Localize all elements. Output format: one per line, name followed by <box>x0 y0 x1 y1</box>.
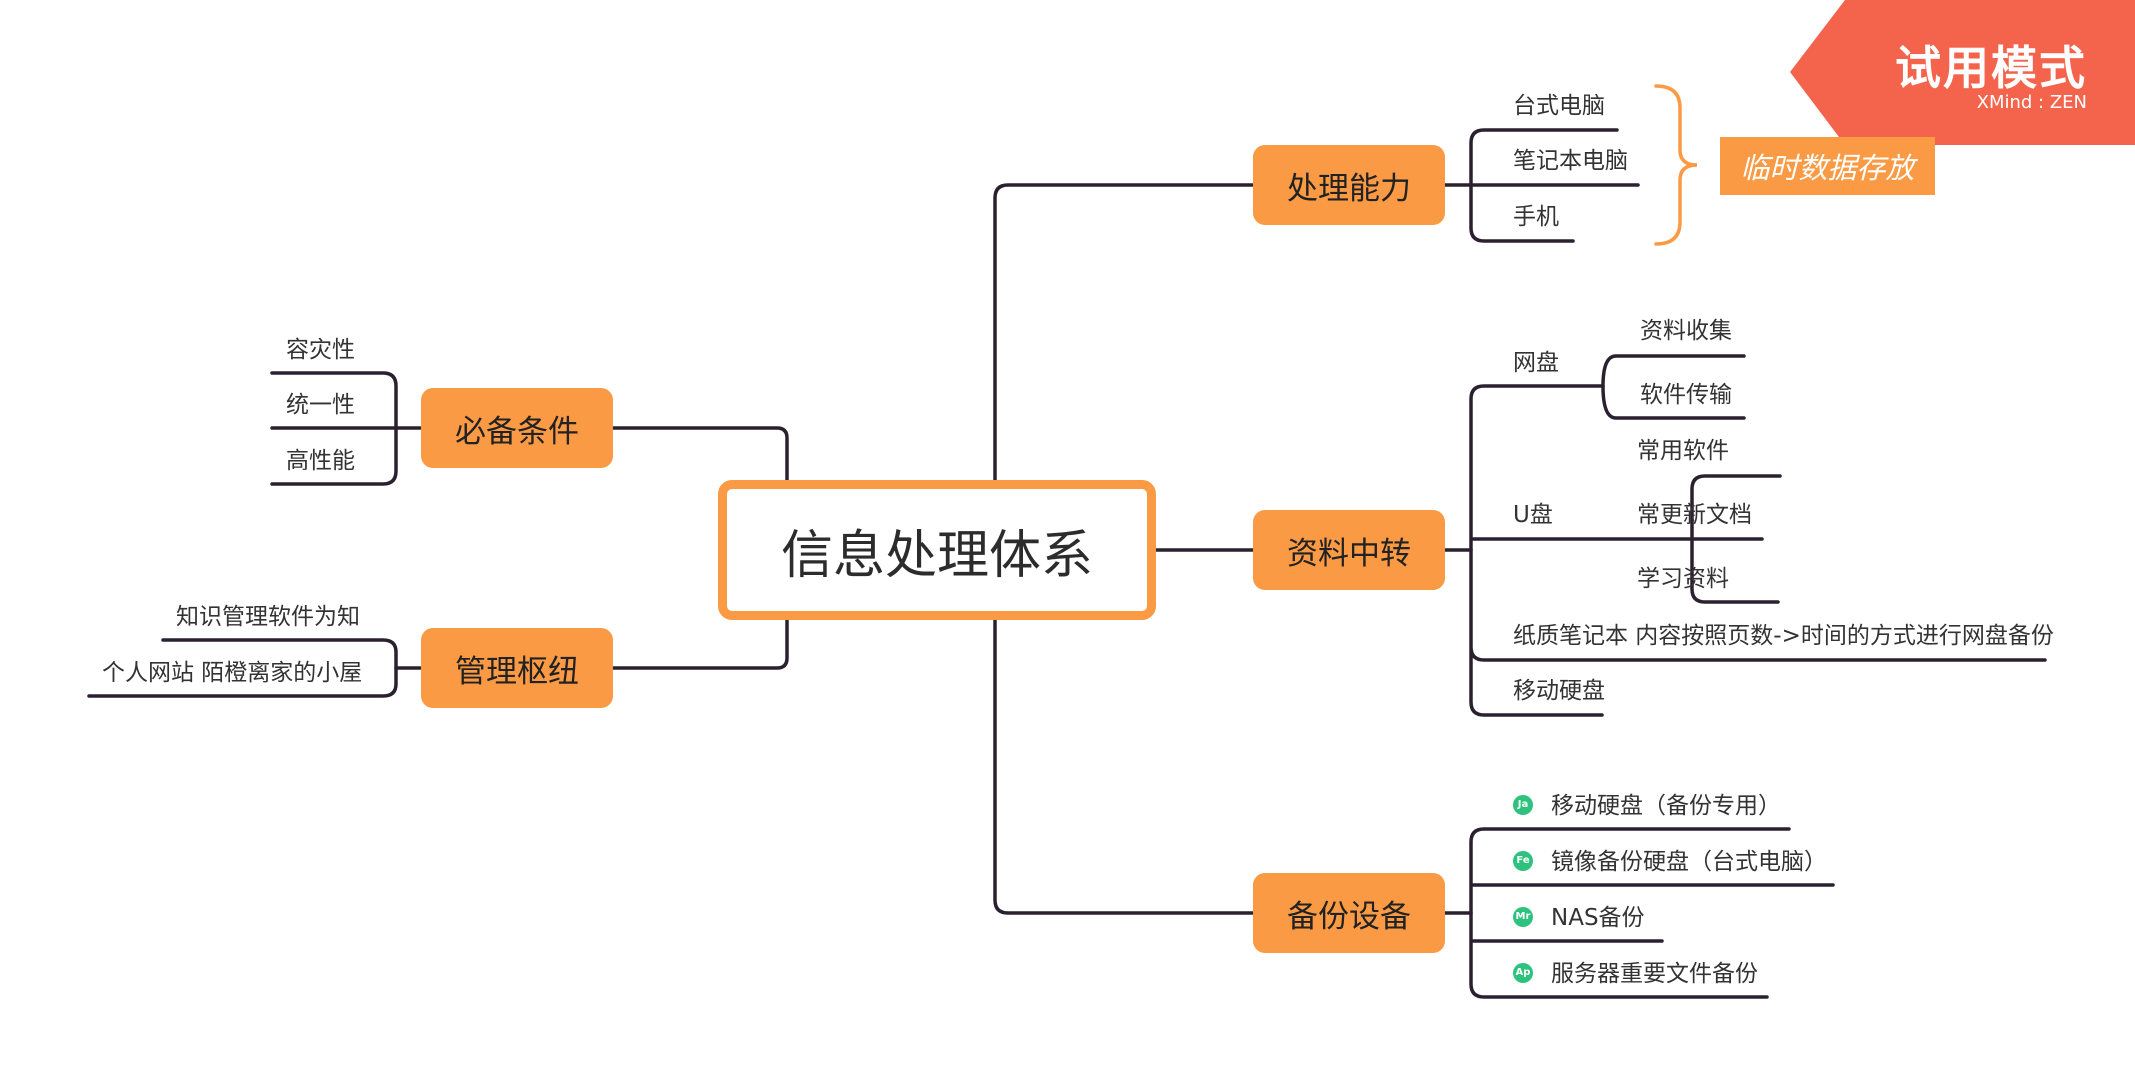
subtopic-frequent-docs[interactable]: 常更新文档 <box>1637 502 1752 528</box>
subtopic-label: 服务器重要文件备份 <box>1551 961 1758 987</box>
marker-ap-icon: Ap <box>1513 962 1533 983</box>
subtopic-portable-hdd[interactable]: 移动硬盘 <box>1513 678 1605 704</box>
connector-central-requirements <box>611 426 789 482</box>
subtopic-label: 镜像备份硬盘（台式电脑） <box>1551 849 1827 875</box>
connector-central-processing <box>993 183 1255 482</box>
connector-netdisk-bracket <box>1601 354 1746 420</box>
central-topic[interactable]: 信息处理体系 <box>718 480 1156 620</box>
subtopic-server-backup[interactable]: Ap 服务器重要文件备份 <box>1513 961 1758 987</box>
subtopic-desktop[interactable]: 台式电脑 <box>1513 93 1605 119</box>
topic-processing[interactable]: 处理能力 <box>1253 145 1445 225</box>
marker-fe-icon: Fe <box>1513 850 1533 871</box>
topic-requirements[interactable]: 必备条件 <box>421 388 613 468</box>
marker-ja-icon: Ja <box>1513 794 1533 815</box>
summary-brace <box>1654 84 1698 246</box>
connector-processing-bracket <box>1469 128 1640 243</box>
connector-requirements-bracket <box>270 371 398 486</box>
subtopic-disaster-tolerance[interactable]: 容灾性 <box>286 337 355 363</box>
subtopic-study-materials[interactable]: 学习资料 <box>1637 566 1729 592</box>
subtopic-high-performance[interactable]: 高性能 <box>286 448 355 474</box>
connector-central-hub <box>611 618 789 670</box>
trial-mode-badge[interactable]: 试用模式 XMind : ZEN <box>1790 0 2135 145</box>
subtopic-software-transfer[interactable]: 软件传输 <box>1640 382 1732 408</box>
topic-backup[interactable]: 备份设备 <box>1253 873 1445 953</box>
subtopic-laptop[interactable]: 笔记本电脑 <box>1513 148 1628 174</box>
badge-shape <box>1790 0 2135 145</box>
subtopic-common-software[interactable]: 常用软件 <box>1637 438 1729 464</box>
connector-hub-bracket <box>87 638 398 698</box>
topic-hub[interactable]: 管理枢纽 <box>421 628 613 708</box>
connector-usb-bracket <box>1690 474 1782 604</box>
subtopic-usb[interactable]: U盘 <box>1513 502 1553 528</box>
subtopic-nas[interactable]: Mr NAS备份 <box>1513 905 1645 931</box>
subtopic-uniformity[interactable]: 统一性 <box>286 392 355 418</box>
subtopic-netdisk[interactable]: 网盘 <box>1513 350 1559 376</box>
subtopic-data-collection[interactable]: 资料收集 <box>1640 318 1732 344</box>
subtopic-backup-hdd[interactable]: Ja 移动硬盘（备份专用） <box>1513 793 1781 819</box>
connector-central-backup <box>993 618 1255 915</box>
connector-transfer-bracket <box>1469 384 2047 717</box>
subtopic-personal-site[interactable]: 个人网站 陌橙离家的小屋 <box>102 660 363 686</box>
xmind-brand: XMind : ZEN <box>1976 92 2087 113</box>
subtopic-phone[interactable]: 手机 <box>1513 204 1559 230</box>
marker-mr-icon: Mr <box>1513 906 1533 927</box>
subtopic-label: 移动硬盘（备份专用） <box>1551 793 1781 819</box>
subtopic-label: NAS备份 <box>1551 905 1645 931</box>
subtopic-mirror-hdd[interactable]: Fe 镜像备份硬盘（台式电脑） <box>1513 849 1827 875</box>
summary-temp-storage[interactable]: 临时数据存放 <box>1720 137 1935 195</box>
subtopic-paper-notebook[interactable]: 纸质笔记本 内容按照页数->时间的方式进行网盘备份 <box>1513 623 2054 649</box>
connector-backup-bracket <box>1469 827 1835 999</box>
subtopic-knowledge-software[interactable]: 知识管理软件为知 <box>176 604 360 630</box>
trial-mode-text: 试用模式 <box>1895 41 2087 95</box>
topic-transfer[interactable]: 资料中转 <box>1253 510 1445 590</box>
